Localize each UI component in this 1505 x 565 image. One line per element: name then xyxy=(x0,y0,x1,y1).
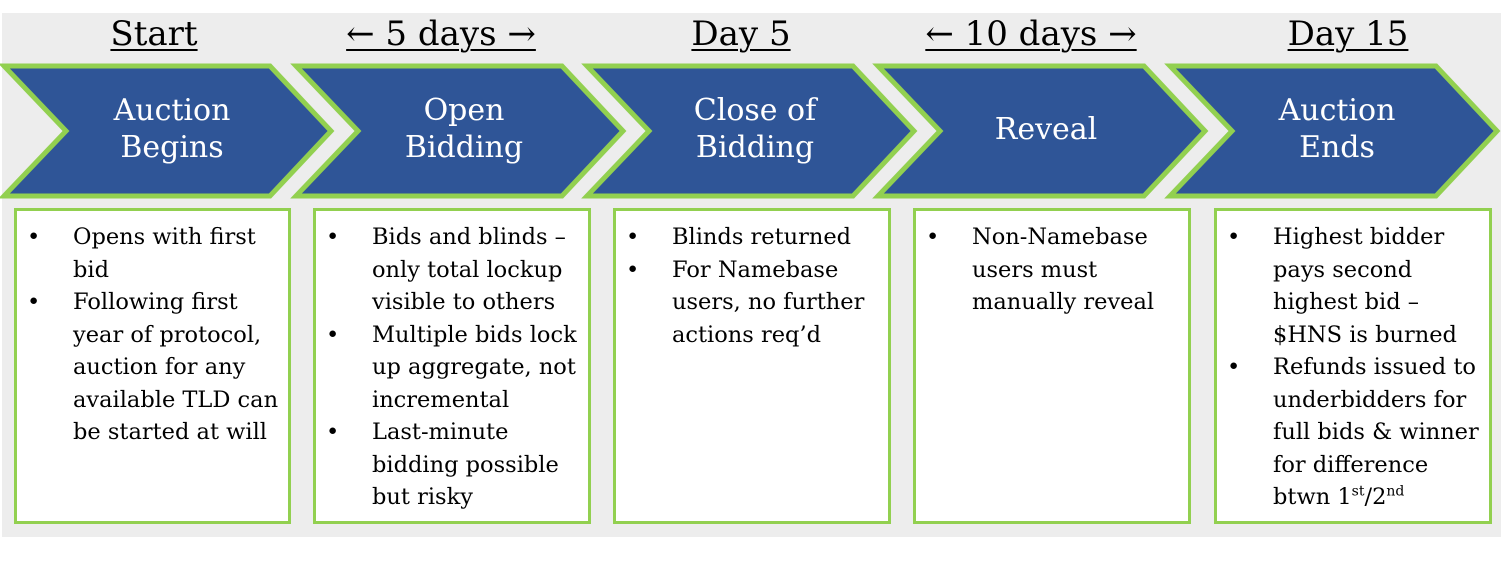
timeline-label-day-15: Day 15 xyxy=(1287,14,1409,54)
details-box-auction-ends: •Highest bidder pays second highest bid … xyxy=(1214,208,1492,524)
list-item: •For Namebase users, no further actions … xyxy=(626,256,865,348)
list-item: •Refunds issued to underbidders for full… xyxy=(1227,354,1479,510)
step-title-open-bidding: Open Bidding xyxy=(404,93,524,165)
timeline-label-day-5: Day 5 xyxy=(691,14,791,54)
chevron-open-bidding xyxy=(290,63,627,199)
details-box-close-of-bidding: •Blinds returned •For Namebase users, no… xyxy=(613,208,891,524)
step-title-reveal: Reveal xyxy=(994,112,1098,147)
list-item: •Last-minute bidding possible but risky xyxy=(326,419,559,510)
list-item: •Multiple bids lock up aggregate, not in… xyxy=(326,321,577,413)
list-item: •Highest bidder pays second highest bid … xyxy=(1227,224,1457,348)
list-item: •Bids and blinds – only total lockup vis… xyxy=(326,224,566,315)
timeline-label-5-days: ← 5 days → xyxy=(346,14,536,54)
details-box-reveal: •Non-Namebase users must manually reveal xyxy=(913,208,1191,524)
chevron-auction-ends xyxy=(1164,63,1501,199)
list-item: •Non-Namebase users must manually reveal xyxy=(926,224,1155,315)
chevron-reveal xyxy=(872,63,1209,199)
step-title-close-of-bidding: Close of Bidding xyxy=(693,93,817,165)
list-item: •Opens with first bid xyxy=(27,224,256,283)
chevron-close-of-bidding xyxy=(581,63,918,199)
details-box-open-bidding: •Bids and blinds – only total lockup vis… xyxy=(313,208,591,524)
timeline-label-start: Start xyxy=(110,14,198,54)
step-title-auction-ends: Auction Ends xyxy=(1278,93,1396,165)
timeline-label-10-days: ← 10 days → xyxy=(925,14,1137,54)
timeline-row: Start ← 5 days → Day 5 ← 10 days → Day 1… xyxy=(0,14,1505,60)
list-item: •Blinds returned xyxy=(626,224,852,250)
details-box-auction-begins: •Opens with first bid •Following first y… xyxy=(14,208,291,524)
chevron-auction-begins xyxy=(0,63,335,199)
list-item: •Following first year of protocol, aucti… xyxy=(27,289,279,445)
step-title-auction-begins: Auction Begins xyxy=(113,93,231,165)
